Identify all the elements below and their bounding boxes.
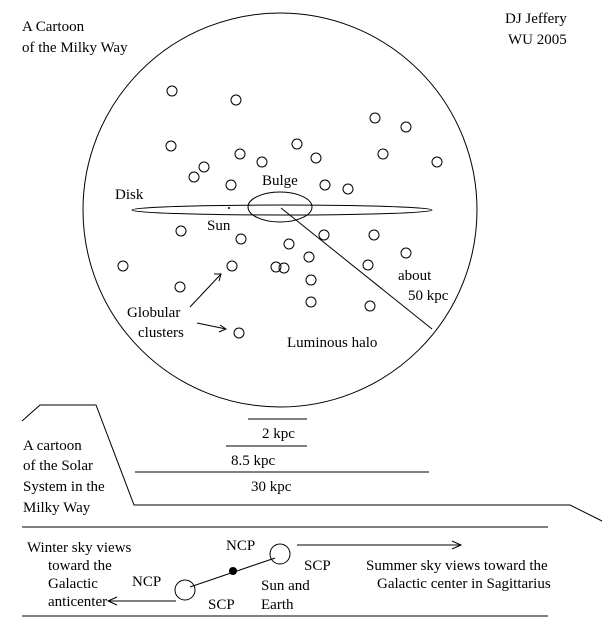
globular-cluster (400, 247, 412, 259)
summer-arrowhead (451, 540, 463, 550)
globular-arrows (189, 273, 228, 333)
globular-cluster (368, 229, 380, 241)
scale-label-30kpc: 30 kpc (251, 479, 292, 495)
globular-cluster (270, 261, 282, 273)
globular-cluster (364, 300, 376, 312)
globular-cluster (278, 262, 290, 274)
sun-dot (229, 567, 237, 575)
galactic-bulge (247, 191, 313, 223)
title-line-1: A Cartoon (22, 19, 85, 35)
winter-arrowhead (106, 596, 118, 606)
globular-cluster (319, 179, 331, 191)
solar-caption-line-4: Milky Way (23, 500, 91, 516)
earth-winter-position (174, 579, 196, 601)
globular-cluster (198, 161, 210, 173)
scp-winter-label: SCP (208, 597, 235, 613)
sun-earth-line-1: Sun and (261, 578, 310, 594)
globular-cluster (431, 156, 443, 168)
globular-cluster (188, 171, 200, 183)
halo-label: Luminous halo (287, 335, 377, 351)
scale-label-8kpc: 8.5 kpc (231, 453, 276, 469)
globular-cluster (165, 140, 177, 152)
globular-cluster (117, 260, 129, 272)
scp-summer-label: SCP (304, 558, 331, 574)
globular-label-line-2: clusters (138, 325, 184, 341)
globular-cluster (233, 327, 245, 339)
ncp-winter-label: NCP (132, 574, 161, 590)
globular-cluster (377, 148, 389, 160)
solar-caption-line-3: System in the (23, 479, 105, 495)
globular-cluster (235, 233, 247, 245)
halo-radius-line (280, 207, 433, 330)
solar-caption-line-2: of the Solar (23, 458, 93, 474)
ncp-summer-label: NCP (226, 538, 255, 554)
globular-cluster (400, 121, 412, 133)
halo-circle (82, 12, 478, 408)
disk-label: Disk (115, 187, 144, 203)
globular-cluster (226, 260, 238, 272)
globular-cluster (362, 259, 374, 271)
winter-line-4: anticenter (48, 594, 107, 610)
bulge-label: Bulge (262, 173, 298, 189)
globular-cluster (283, 238, 295, 250)
globular-label-line-1: Globular (127, 305, 180, 321)
sun-marker (228, 207, 230, 209)
author-year: WU 2005 (508, 32, 567, 48)
author-name: DJ Jeffery (505, 11, 567, 27)
solar-caption-line-1: A cartoon (23, 438, 82, 454)
summer-line-2: Galactic center in Sagittarius (377, 576, 551, 592)
scale-label-2kpc: 2 kpc (262, 426, 295, 442)
galactic-disk (131, 204, 433, 216)
radius-about-label: about (398, 268, 432, 284)
earth-summer-position (269, 543, 291, 565)
globular-cluster (175, 225, 187, 237)
summer-line-1: Summer sky views toward the (366, 558, 548, 574)
sun-label: Sun (207, 218, 231, 234)
globular-cluster (305, 274, 317, 286)
globular-cluster (318, 229, 330, 241)
globular-cluster (256, 156, 268, 168)
winter-line-1: Winter sky views (27, 540, 132, 556)
globular-cluster (166, 85, 178, 97)
globular-cluster (303, 251, 315, 263)
solar-region-outline (21, 404, 603, 522)
winter-line-2: toward the (48, 558, 112, 574)
globular-cluster (342, 183, 354, 195)
globular-cluster (369, 112, 381, 124)
radius-value-label: 50 kpc (408, 288, 449, 304)
globular-cluster (234, 148, 246, 160)
globular-cluster (225, 179, 237, 191)
globular-cluster (230, 94, 242, 106)
globular-cluster (291, 138, 303, 150)
sun-earth-line-2: Earth (261, 597, 294, 613)
globular-cluster (174, 281, 186, 293)
globular-cluster (310, 152, 322, 164)
title-line-2: of the Milky Way (22, 40, 128, 56)
globular-cluster (305, 296, 317, 308)
globular-clusters (117, 85, 443, 339)
winter-line-3: Galactic (48, 576, 98, 592)
